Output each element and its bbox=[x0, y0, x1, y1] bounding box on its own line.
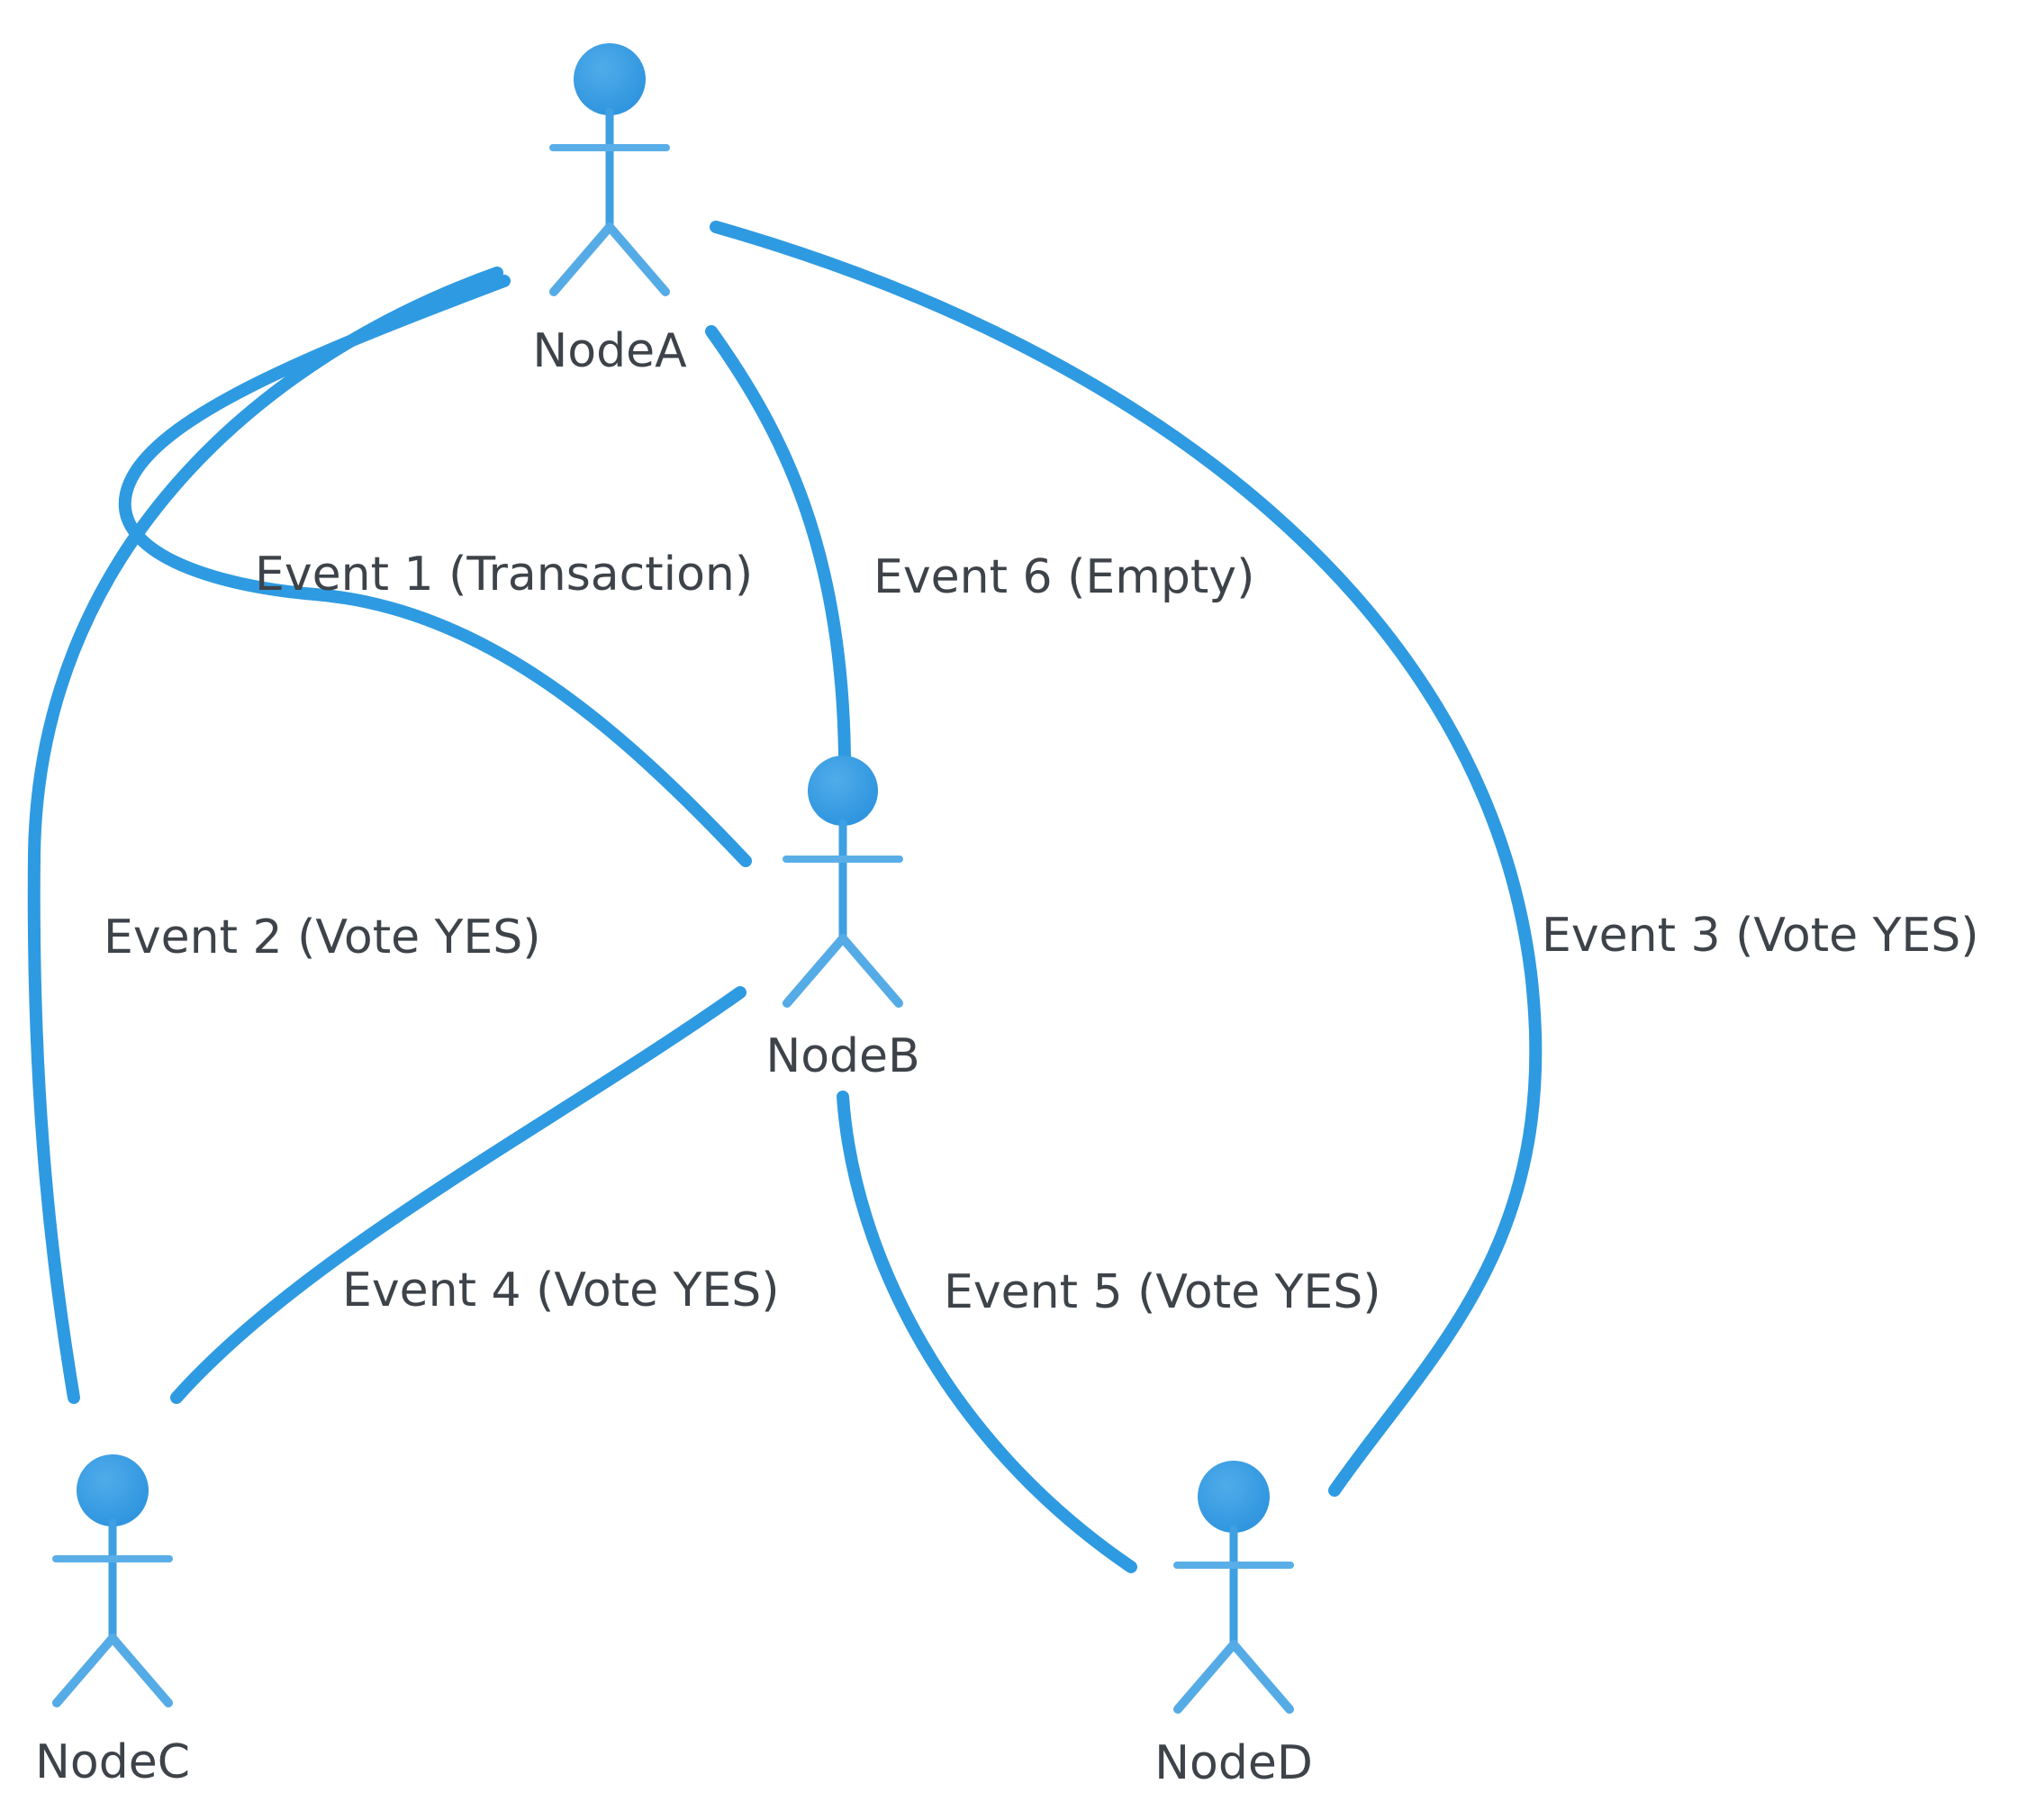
edge-label-event3: Event 3 (Vote YES) bbox=[1542, 909, 1979, 963]
node-a-label: NodeA bbox=[532, 324, 687, 378]
edge-label-event6: Event 6 (Empty) bbox=[873, 550, 1254, 604]
edge-label-event4: Event 4 (Vote YES) bbox=[342, 1263, 780, 1317]
edge-event1-nodea-nodeb bbox=[118, 275, 752, 867]
node-d-label: NodeD bbox=[1154, 1736, 1313, 1790]
edge-label-event2: Event 2 (Vote YES) bbox=[104, 910, 541, 964]
actor-node-d: NodeD bbox=[1154, 1461, 1313, 1790]
actor-head-icon bbox=[808, 756, 878, 826]
actor-left-leg-line bbox=[549, 222, 614, 296]
actor-node-c: NodeC bbox=[35, 1454, 190, 1789]
edge-label-event5: Event 5 (Vote YES) bbox=[944, 1265, 1381, 1319]
edge-event2-nodea-nodec bbox=[27, 267, 503, 1404]
edge-label-event1: Event 1 (Transaction) bbox=[255, 548, 753, 602]
actor-node-b: NodeB bbox=[765, 756, 920, 1083]
actor-node-a: NodeA bbox=[532, 43, 687, 378]
node-c-label: NodeC bbox=[35, 1735, 190, 1789]
edge-event4-nodeb-nodec bbox=[170, 986, 747, 1404]
actor-left-leg-line bbox=[52, 1634, 117, 1707]
node-b-label: NodeB bbox=[765, 1029, 919, 1083]
edge-event5-nodeb-noded bbox=[837, 1091, 1137, 1573]
actor-right-leg-line bbox=[605, 222, 670, 296]
actor-head-icon bbox=[1198, 1461, 1270, 1533]
actor-head-icon bbox=[77, 1454, 149, 1526]
actor-right-leg-line bbox=[108, 1634, 173, 1707]
actor-left-leg-line bbox=[1173, 1640, 1238, 1714]
actor-left-leg-line bbox=[783, 934, 847, 1008]
actor-right-leg-line bbox=[1229, 1640, 1294, 1714]
edge-event6-nodea-nodeb bbox=[705, 325, 851, 763]
edge-event3-nodea-noded bbox=[710, 221, 1543, 1497]
actor-right-leg-line bbox=[838, 934, 903, 1008]
actor-head-icon bbox=[574, 43, 646, 115]
